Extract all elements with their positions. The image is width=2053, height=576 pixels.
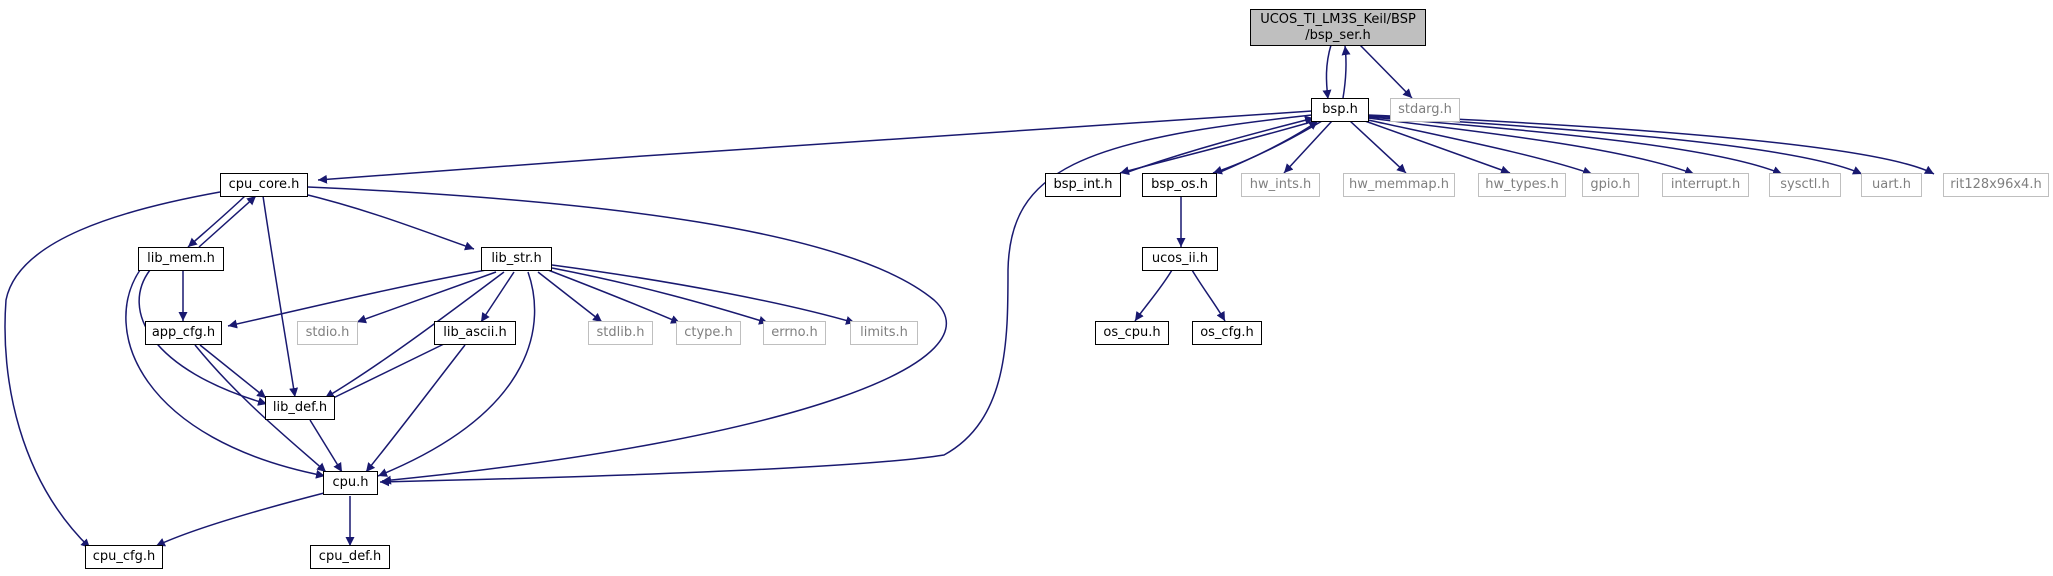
edge-libstr-ctype: [547, 269, 681, 324]
node-bsp-os-h[interactable]: bsp_os.h: [1142, 173, 1217, 197]
edge-bsp-cpu: [379, 114, 1313, 487]
node-hw-memmap-h: hw_memmap.h: [1343, 173, 1455, 197]
node-app-cfg-h[interactable]: app_cfg.h: [145, 321, 222, 345]
edge-cpucore-cpu: [307, 186, 947, 485]
node-hw-types-h: hw_types.h: [1478, 173, 1566, 197]
node-lib-def-h[interactable]: lib_def.h: [265, 396, 335, 420]
node-gpio-h: gpio.h: [1582, 173, 1639, 197]
edge-appcfg-cpu: [194, 344, 327, 473]
edge-bsp-root: [1341, 45, 1351, 99]
node-cpu-core-h[interactable]: cpu_core.h: [220, 173, 308, 197]
node-limits-h: limits.h: [850, 321, 918, 345]
node-sysctl-h: sysctl.h: [1769, 173, 1841, 197]
edge-libstr-stdio: [356, 271, 497, 324]
edge-cpucore-libstr: [299, 192, 475, 251]
node-cpu-h[interactable]: cpu.h: [323, 471, 378, 495]
edge-bsp-cpucore: [317, 110, 1313, 184]
edge-libstr-stdlib: [537, 271, 603, 323]
node-root-line2: /bsp_ser.h: [1305, 27, 1371, 43]
node-stdlib-h: stdlib.h: [588, 321, 653, 345]
edge-bsp-gpio: [1367, 119, 1593, 176]
edge-libstr-cpu: [377, 271, 536, 477]
edge-bsp-sysctl: [1367, 116, 1783, 175]
node-lib-mem-h[interactable]: lib_mem.h: [138, 247, 224, 271]
node-rit128x96x4-h: rit128x96x4.h: [1943, 173, 2049, 197]
edge-ucosii-oscfg: [1191, 269, 1226, 322]
edge-libstr-libdef: [324, 271, 505, 399]
node-ucos-ii-h[interactable]: ucos_ii.h: [1142, 247, 1218, 271]
edge-libdef-cpu: [309, 419, 343, 473]
node-errno-h: errno.h: [763, 321, 826, 345]
node-lib-ascii-h[interactable]: lib_ascii.h: [434, 321, 516, 345]
edge-bsp-rit: [1367, 114, 1935, 175]
edge-libmem-cpucore: [198, 195, 257, 248]
edge-libstr-libascii: [480, 271, 515, 323]
edge-bsp-interrupt: [1367, 117, 1695, 176]
edge-appcfg-libdef: [199, 344, 267, 399]
edge-cpucore-cpucfg: [4, 191, 221, 549]
edge-libascii-libdef: [324, 341, 449, 403]
edge-libstr-appcfg: [227, 269, 487, 329]
node-root-line1: UCOS_TI_LM3S_Keil/BSP: [1260, 11, 1416, 27]
node-ctype-h: ctype.h: [676, 321, 741, 345]
edge-root-bsp: [1322, 44, 1332, 100]
edge-root-stdarg: [1359, 44, 1413, 99]
edge-bsp-hwints: [1283, 120, 1333, 174]
node-root-bsp-ser-h: UCOS_TI_LM3S_Keil/BSP /bsp_ser.h: [1250, 9, 1426, 46]
node-stdarg-h: stdarg.h: [1390, 98, 1460, 122]
node-os-cpu-h[interactable]: os_cpu.h: [1095, 321, 1169, 345]
edge-bspos-bsp: [1217, 120, 1319, 174]
node-hw-ints-h: hw_ints.h: [1241, 173, 1320, 197]
node-stdio-h: stdio.h: [297, 321, 358, 345]
node-lib-str-h[interactable]: lib_str.h: [481, 247, 552, 271]
edge-libstr-errno: [551, 267, 769, 325]
edge-ucosii-oscpu: [1134, 269, 1173, 322]
node-cpu-cfg-h[interactable]: cpu_cfg.h: [85, 545, 163, 569]
edge-libascii-cpu: [365, 344, 466, 473]
edge-bsp-hwtypes: [1364, 120, 1511, 175]
node-os-cfg-h[interactable]: os_cfg.h: [1192, 321, 1262, 345]
node-uart-h: uart.h: [1861, 173, 1922, 197]
edge-libstr-limits: [551, 264, 856, 325]
edge-bsp-hwmemmap: [1349, 120, 1407, 174]
edge-cpu-cpucfg: [155, 491, 329, 547]
edge-cpucore-libmem: [187, 195, 246, 248]
node-bsp-int-h[interactable]: bsp_int.h: [1045, 173, 1121, 197]
node-interrupt-h: interrupt.h: [1662, 173, 1749, 197]
node-cpu-def-h[interactable]: cpu_def.h: [310, 545, 390, 569]
edge-bspint-bsp: [1127, 115, 1315, 173]
edge-bsp-uart: [1367, 115, 1863, 175]
edge-libmem-cpu: [125, 269, 326, 479]
node-bsp-h[interactable]: bsp.h: [1311, 98, 1369, 122]
edge-cpucore-libdef: [262, 195, 299, 398]
